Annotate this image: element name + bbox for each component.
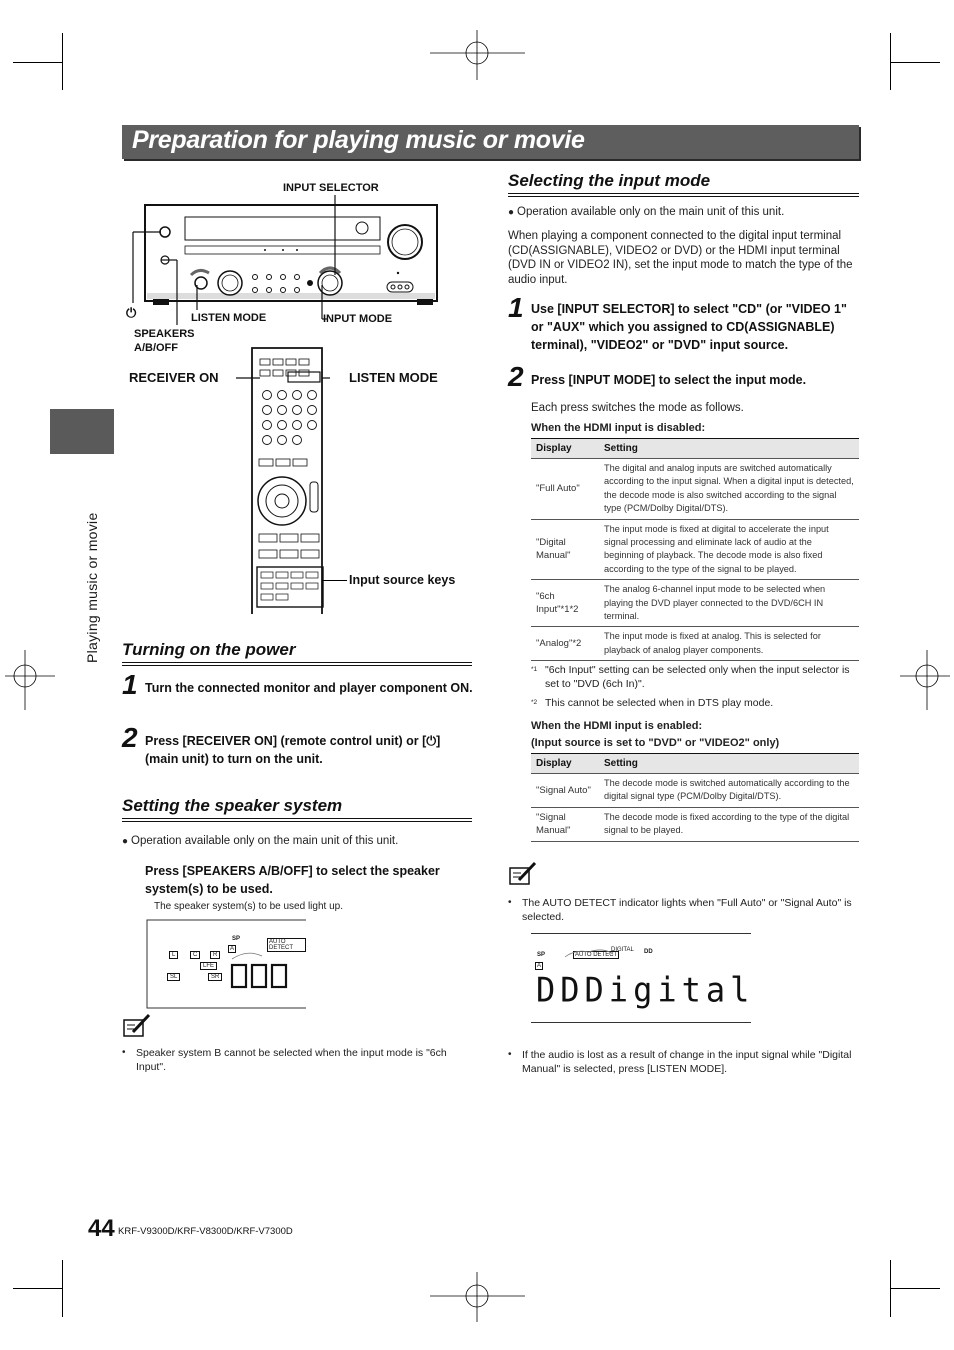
label-speakers: SPEAKERS <box>134 328 195 340</box>
cell-setting: The digital and analog inputs are switch… <box>599 458 859 520</box>
page-title-bar: Preparation for playing music or movie <box>122 125 859 159</box>
section-rule <box>122 818 472 822</box>
power-icon: ⏻ <box>426 734 437 748</box>
registration-mark <box>430 1272 525 1322</box>
step-number: 2 <box>122 722 138 753</box>
model-numbers: KRF-V9300D/KRF-V8300D/KRF-V7300D <box>118 1226 293 1237</box>
cell-display: "Signal Auto" <box>531 773 599 808</box>
footnote-mark: *2 <box>531 699 538 706</box>
label-input-mode-unit: INPUT MODE <box>323 313 393 325</box>
table-row: "Signal Auto"The decode mode is switched… <box>531 773 859 808</box>
step-number: 2 <box>508 361 524 392</box>
remote-control-illustration <box>236 347 330 614</box>
registration-mark <box>5 650 55 710</box>
bullet: • <box>508 897 512 908</box>
label-receiver-on: RECEIVER ON <box>129 370 219 385</box>
cell-setting: The input mode is fixed at digital to ac… <box>599 519 859 581</box>
col-setting: Setting <box>599 753 859 774</box>
footnote-mark: *1 <box>531 666 538 673</box>
crop-mark <box>890 1288 940 1289</box>
step-press-receiver-on: Press [RECEIVER ON] (remote control unit… <box>145 734 441 766</box>
crop-mark <box>13 1288 63 1289</box>
cell-display: "Digital Manual" <box>531 519 599 581</box>
step-turn-on-components: Turn the connected monitor and player co… <box>145 681 473 695</box>
input-mode-lcd-display: SP A AUTO DETECT DIGITAL DD DDDigital <box>531 933 751 1023</box>
heading-speaker-system: Setting the speaker system <box>122 796 343 815</box>
power-icon: ⏻ <box>126 305 137 320</box>
cell-setting: The decode mode is switched automaticall… <box>599 773 859 808</box>
cell-setting: The input mode is fixed at analog. This … <box>599 626 859 662</box>
crop-mark <box>62 33 63 90</box>
registration-mark <box>900 650 950 710</box>
section-rule <box>122 662 472 666</box>
input-mode-table-hdmi-enabled: Display Setting "Signal Auto"The decode … <box>531 753 859 842</box>
speaker-subtext: The speaker system(s) to be used light u… <box>154 901 343 912</box>
step-press-input-mode: Press [INPUT MODE] to select the input m… <box>531 373 807 387</box>
col-display: Display <box>531 438 599 459</box>
step-number: 1 <box>122 669 138 700</box>
col-setting: Setting <box>599 438 859 459</box>
cell-display: "Analog"*2 <box>531 626 599 662</box>
note-icon <box>123 1013 151 1037</box>
speaker-bullet-note: Operation available only on the main uni… <box>122 834 472 850</box>
crop-mark <box>890 62 940 63</box>
input-mode-intro: When playing a component connected to th… <box>508 230 853 286</box>
registration-mark <box>430 30 525 80</box>
bullet: • <box>508 1049 512 1060</box>
crop-mark <box>890 33 891 90</box>
cell-setting: The analog 6-channel input mode to be se… <box>599 579 859 628</box>
speaker-note: Speaker system B cannot be selected when… <box>136 1047 447 1073</box>
hdmi-enabled-sub: (Input source is set to "DVD" or "VIDEO2… <box>531 737 780 749</box>
bullet: • <box>122 1047 126 1058</box>
each-press-text: Each press switches the mode as follows. <box>531 402 744 414</box>
audio-lost-note: If the audio is lost as a result of chan… <box>522 1049 852 1075</box>
step-use-input-selector: Use [INPUT SELECTOR] to select "CD" (or … <box>531 302 847 352</box>
label-listen-mode-unit: LISTEN MODE <box>191 312 267 324</box>
label-input-selector: INPUT SELECTOR <box>283 182 379 194</box>
step-number: 1 <box>508 292 524 323</box>
table-row: "Full Auto"The digital and analog inputs… <box>531 458 859 520</box>
table-row: "Signal Manual"The decode mode is fixed … <box>531 807 859 842</box>
auto-detect-note: The AUTO DETECT indicator lights when "F… <box>522 897 852 923</box>
note-icon <box>509 861 537 885</box>
label-input-source-keys: Input source keys <box>349 573 456 587</box>
page-number: 44 <box>88 1215 115 1242</box>
heading-selecting-input-mode: Selecting the input mode <box>508 171 711 190</box>
speaker-instruction: Press [SPEAKERS A/B/OFF] to select the s… <box>145 864 440 896</box>
leader-line <box>322 580 347 581</box>
label-speakers-ab-off: A/B/OFF <box>134 342 178 354</box>
cell-setting: The decode mode is fixed according to th… <box>599 807 859 842</box>
label-listen-mode-remote: LISTEN MODE <box>349 370 438 385</box>
cell-display: "Signal Manual" <box>531 807 599 842</box>
receiver-front-panel-illustration <box>132 195 438 325</box>
footnote-2: This cannot be selected when in DTS play… <box>545 697 774 709</box>
hdmi-disabled-heading: When the HDMI input is disabled: <box>531 422 706 434</box>
input-mode-bullet-note: Operation available only on the main uni… <box>508 205 858 221</box>
input-mode-table-hdmi-disabled: Display Setting "Full Auto"The digital a… <box>531 438 859 662</box>
page-title: Preparation for playing music or movie <box>132 126 585 154</box>
section-rule <box>508 193 859 197</box>
side-section-label: Playing music or movie <box>84 512 100 663</box>
col-display: Display <box>531 753 599 774</box>
crop-mark <box>13 62 63 63</box>
footnote-1: "6ch Input" setting can be selected only… <box>545 664 850 690</box>
hdmi-enabled-heading: When the HDMI input is enabled: <box>531 720 703 732</box>
cell-display: "6ch Input"*1*2 <box>531 579 599 628</box>
table-row: "Digital Manual"The input mode is fixed … <box>531 519 859 581</box>
side-tab-marker <box>50 409 114 454</box>
speaker-lcd-display: SP A AUTO DETECT L C R LFE SL SR <box>146 919 306 1009</box>
cell-display: "Full Auto" <box>531 458 599 520</box>
heading-turning-on-power: Turning on the power <box>122 640 296 659</box>
